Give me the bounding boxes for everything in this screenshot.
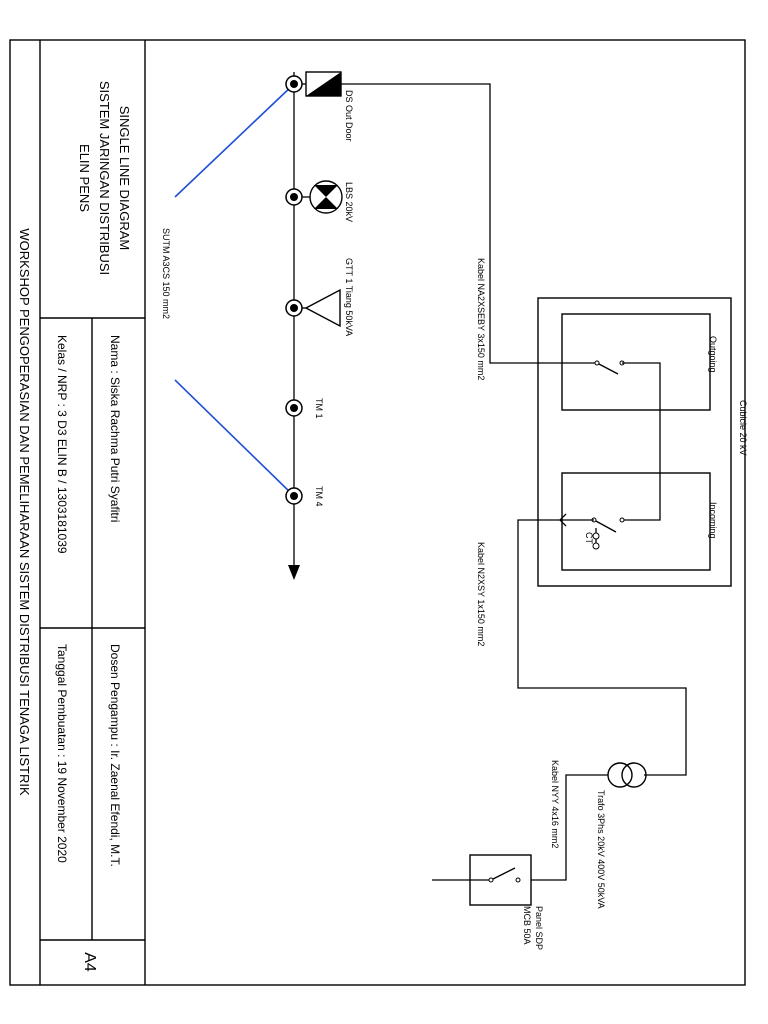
incoming-panel: Incoming CT	[561, 472, 718, 571]
title-line-1: SINGLE LINE DIAGRAM	[117, 106, 132, 250]
outgoing-panel: Outgoing	[561, 313, 718, 411]
node-gtt	[285, 299, 303, 317]
student-class-nrp: Kelas / NRP : 3 D3 ELIN B / 1303181039	[55, 335, 69, 554]
cubicle-20kv: Cubicle 20 kV Outgoing Incoming CT	[537, 297, 748, 587]
cable-na2xseby-label: Kabel NA2XSEBY 3x150 mm2	[476, 258, 486, 380]
ct-label: CT	[584, 532, 594, 544]
title-block: SINGLE LINE DIAGRAM SISTEM JARINGAN DIST…	[17, 81, 132, 972]
paper-size: A4	[81, 952, 98, 972]
lbs-switch: LBS 20kV	[302, 180, 354, 222]
title-line-2: SISTEM JARINGAN DISTRIBUSI	[97, 81, 112, 275]
ds-outdoor-switch: DS Out Door	[302, 71, 354, 142]
panel-sdp: Panel SDP MCB 50A	[432, 854, 544, 950]
feeder-end-arrow	[288, 565, 300, 580]
feeder-nodes	[285, 75, 303, 505]
node-tm1	[285, 399, 303, 417]
ds-label: DS Out Door	[344, 90, 354, 142]
title-line-3: ELIN PENS	[77, 144, 92, 212]
cable-nyy: Kabel NYY 4x16 mm2	[531, 760, 608, 881]
gtt-label: GTT 1 Tiang 50kVA	[344, 258, 354, 336]
tm4-label: TM 4	[314, 486, 324, 507]
cubicle-title: Cubicle 20 kV	[738, 400, 748, 456]
cable-na2xseby: Kabel NA2XSEBY 3x150 mm2	[341, 83, 597, 380]
panel-label-1: Panel SDP	[534, 906, 544, 950]
node-tm4	[285, 487, 303, 505]
creation-date: Tanggal Pembuatan : 19 November 2020	[55, 644, 69, 863]
student-name: Nama : Siska Rachma Putri Syafitri	[108, 335, 122, 522]
cable-n2xsy: Kabel N2XSY 1x150 mm2	[476, 513, 687, 776]
trafo-3phs: Trafo 3Phs 20kV 400V 50kVA	[596, 762, 647, 909]
sutm-line-lower	[174, 379, 295, 497]
sutm-line-upper	[174, 83, 295, 198]
sutm-label: SUTM A3CS 150 mm2	[161, 228, 171, 319]
node-lbs	[285, 188, 303, 206]
cable-nyy-label: Kabel NYY 4x16 mm2	[550, 760, 560, 848]
sutm-feeder: SUTM A3CS 150 mm2	[161, 72, 300, 580]
lecturer-name: Dosen Pengampu : Ir. Zaenal Efendi, M.T.	[108, 644, 122, 867]
gtt-transformer: GTT 1 Tiang 50kVA	[302, 258, 354, 336]
workshop-title: WORKSHOP PENGOPERASIAN DAN PEMELIHARAAN …	[17, 228, 32, 796]
tm1-label: TM 1	[314, 398, 324, 419]
trafo-label: Trafo 3Phs 20kV 400V 50kVA	[596, 790, 606, 909]
node-ds	[285, 75, 303, 93]
incoming-label: Incoming	[708, 502, 718, 539]
panel-label-2: MCB 50A	[522, 906, 532, 945]
outgoing-label: Outgoing	[708, 336, 718, 373]
lbs-label: LBS 20kV	[344, 182, 354, 222]
busbar-link	[622, 362, 661, 521]
drawing-frame	[9, 39, 746, 986]
cable-n2xsy-label: Kabel N2XSY 1x150 mm2	[476, 542, 486, 646]
